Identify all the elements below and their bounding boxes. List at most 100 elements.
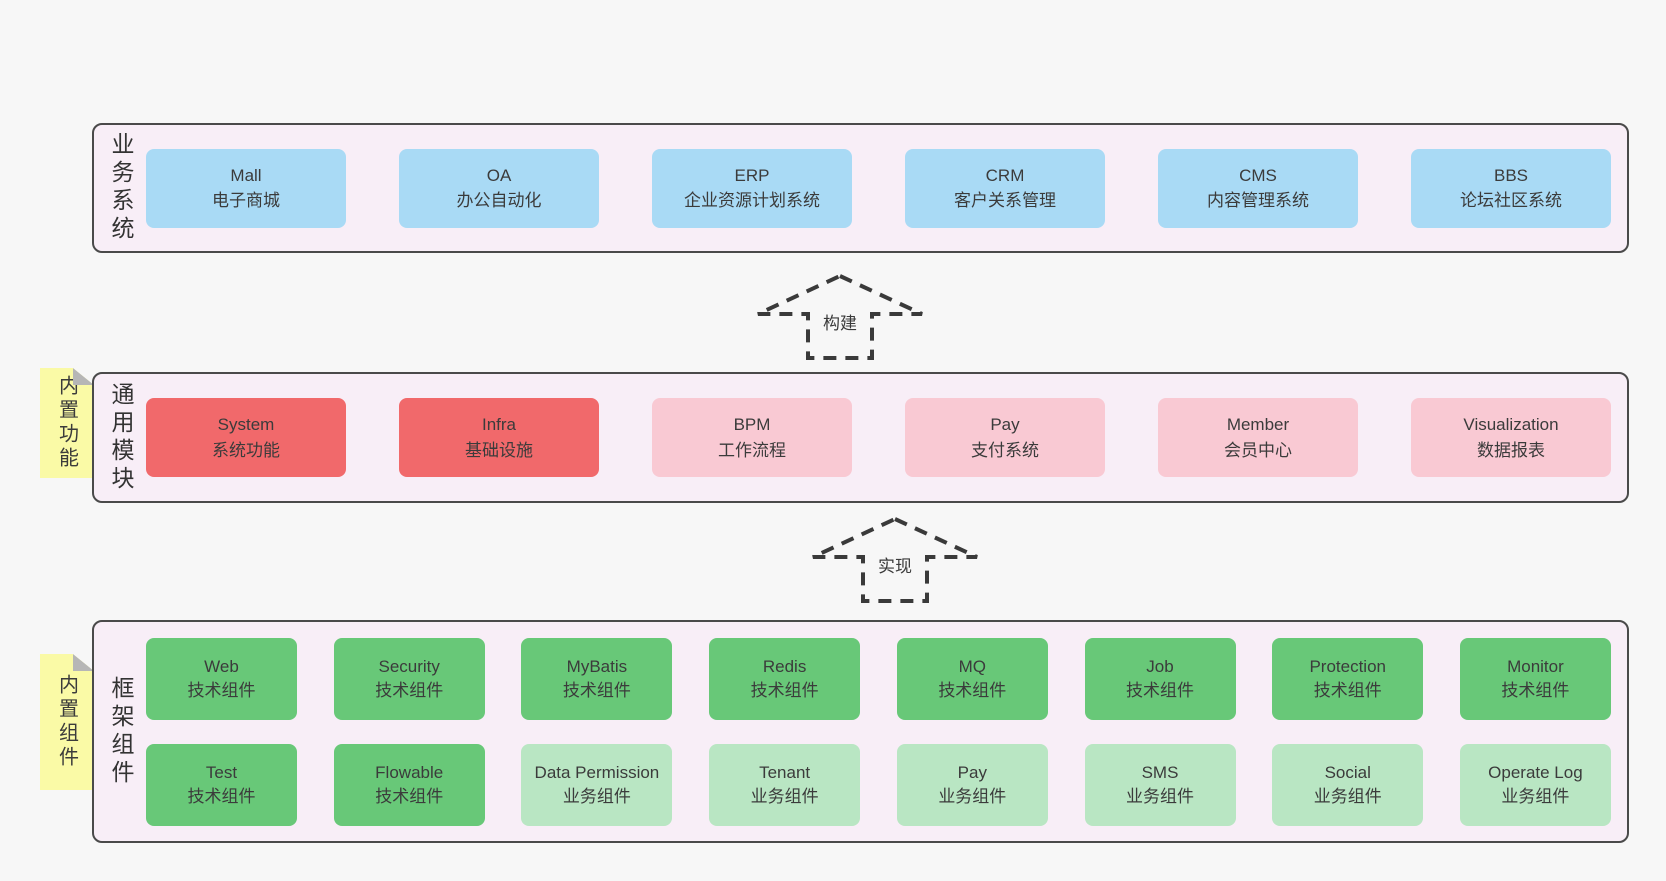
dashed-up-arrow-icon [757,273,923,360]
band-box-grid: Web 技术组件 Security 技术组件 MyBatis 技术组件 Redi… [138,622,1627,841]
box-oa: OA 办公自动化 [399,148,599,228]
box-subtitle: 技术组件 [187,786,256,806]
box-monitor: Monitor 技术组件 [1459,637,1611,720]
box-subtitle: 论坛社区系统 [1460,191,1562,210]
box-title: Infra [481,415,517,434]
box-subtitle: 技术组件 [375,786,444,806]
box-subtitle: 技术组件 [1313,680,1382,700]
box-title: MyBatis [566,656,628,676]
band-box-row: Mall 电子商城 OA 办公自动化 ERP 企业资源计划系统 CRM 客户关系… [138,125,1627,251]
box-title: BBS [1493,165,1529,185]
box-title: Pay [957,762,987,782]
box-subtitle: 业务组件 [1313,786,1382,806]
arrow-label: 构建 [819,308,861,335]
box-title: Data Permission [534,762,660,782]
box-subtitle: 支付系统 [971,440,1039,460]
note-text: 内置组件 [55,674,78,770]
box-erp: ERP 企业资源计划系统 [652,148,852,228]
box-title: Tenant [759,762,811,782]
box-subtitle: 技术组件 [750,680,819,700]
box-subtitle: 电子商城 [212,191,280,210]
box-subtitle: 办公自动化 [456,191,542,210]
box-title: OA [486,165,512,185]
box-subtitle: 技术组件 [1126,680,1195,700]
band-common-modules: 通用模块 System 系统功能 Infra 基础设施 BPM 工作流程 Pay… [92,372,1629,503]
box-title: CMS [1239,165,1277,185]
box-title: BPM [733,415,771,434]
box-web: Web 技术组件 [146,637,297,720]
box-operate-log: Operate Log 业务组件 [1459,743,1611,826]
component-row-2: Test 技术组件 Flowable 技术组件 Data Permission … [146,743,1611,826]
box-sms: SMS 业务组件 [1084,743,1236,826]
dashed-up-arrow-icon [812,516,978,603]
box-title: Flowable [375,762,444,782]
arrow-label: 实现 [874,551,916,578]
box-bbs: BBS 论坛社区系统 [1411,148,1611,228]
component-row-1: Web 技术组件 Security 技术组件 MyBatis 技术组件 Redi… [146,637,1611,720]
box-bpm: BPM 工作流程 [652,398,852,477]
box-subtitle: 系统功能 [212,440,280,460]
box-tenant: Tenant 业务组件 [709,743,861,826]
box-mq: MQ 技术组件 [896,637,1048,720]
band-vertical-label: 业务系统 [108,132,134,244]
implement-arrow: 实现 [805,515,985,605]
box-mybatis: MyBatis 技术组件 [521,637,673,720]
box-title: CRM [985,165,1025,185]
box-title: Social [1324,762,1371,782]
box-subtitle: 业务组件 [562,786,631,806]
band-framework-components: 框架组件 Web 技术组件 Security 技术组件 MyBatis 技术组件… [92,620,1629,843]
box-subtitle: 技术组件 [562,680,631,700]
box-title: Web [204,656,239,676]
box-title: Protection [1309,656,1386,676]
box-title: MQ [958,656,986,676]
box-title: SMS [1141,762,1179,782]
box-subtitle: 企业资源计划系统 [684,191,820,210]
box-crm: CRM 客户关系管理 [905,148,1105,228]
box-subtitle: 会员中心 [1224,440,1292,460]
box-subtitle: 业务组件 [1126,786,1195,806]
note-fold-corner-icon [73,654,94,671]
box-subtitle: 业务组件 [1501,786,1570,806]
band-vertical-label: 通用模块 [108,381,134,494]
box-subtitle: 技术组件 [187,680,256,700]
sticky-note-builtin-features: 内置功能 [40,368,94,478]
box-redis: Redis 技术组件 [709,637,861,720]
box-title: Security [378,656,440,676]
box-infra: Infra 基础设施 [399,398,599,477]
box-data-permission: Data Permission 业务组件 [521,743,673,826]
box-pay-module: Pay 支付系统 [905,398,1105,477]
box-subtitle: 数据报表 [1477,440,1545,460]
box-protection: Protection 技术组件 [1272,637,1424,720]
box-cms: CMS 内容管理系统 [1158,148,1358,228]
box-subtitle: 基础设施 [465,440,533,460]
box-system: System 系统功能 [146,398,346,477]
box-title: Redis [762,656,807,676]
band-business-systems: 业务系统 Mall 电子商城 OA 办公自动化 ERP 企业资源计划系统 CRM… [92,123,1629,253]
box-member: Member 会员中心 [1158,398,1358,477]
box-subtitle: 客户关系管理 [954,191,1056,210]
band-box-row: System 系统功能 Infra 基础设施 BPM 工作流程 Pay 支付系统… [138,374,1627,501]
box-title: Monitor [1507,656,1564,676]
box-subtitle: 技术组件 [375,680,444,700]
box-subtitle: 业务组件 [938,786,1007,806]
box-subtitle: 技术组件 [938,680,1007,700]
box-subtitle: 技术组件 [1501,680,1570,700]
box-title: Visualization [1463,415,1559,434]
note-fold-corner-icon [73,368,94,385]
box-subtitle: 业务组件 [750,786,819,806]
box-title: Mall [230,165,262,185]
box-flowable: Flowable 技术组件 [333,743,485,826]
box-title: ERP [734,165,770,185]
box-job: Job 技术组件 [1084,637,1236,720]
box-title: Test [205,762,238,782]
build-arrow: 构建 [750,272,930,362]
box-pay-component: Pay 业务组件 [896,743,1048,826]
box-title: Job [1146,656,1174,676]
box-visualization: Visualization 数据报表 [1411,398,1611,477]
band-vertical-label: 框架组件 [108,675,134,788]
box-social: Social 业务组件 [1272,743,1424,826]
box-subtitle: 内容管理系统 [1207,191,1309,210]
box-security: Security 技术组件 [333,637,485,720]
box-title: System [217,415,275,434]
